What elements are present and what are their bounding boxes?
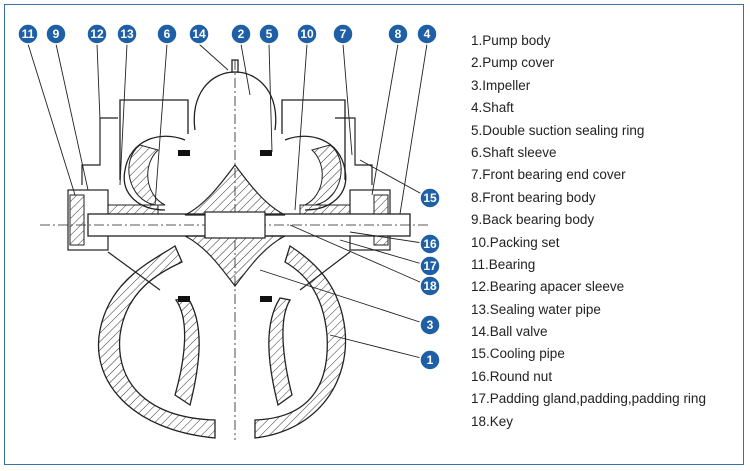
callout-circle (416, 23, 438, 45)
callout-circle (188, 23, 210, 45)
callout-circle (419, 275, 441, 297)
legend-item: 15.Cooling pipe (471, 346, 565, 362)
callout-15: 15 (419, 187, 441, 209)
callout-label: 15 (423, 191, 437, 205)
callout-label: 4 (424, 27, 431, 41)
callout-circle (419, 349, 441, 371)
leader-lines (27, 43, 430, 361)
legend-item: 4.Shaft (471, 100, 514, 116)
callout-circle (419, 187, 441, 209)
callout-circle (258, 23, 280, 45)
legend-item: 3.Impeller (471, 77, 531, 93)
legend-item: 10.Packing set (471, 234, 560, 250)
legend-item: 2.Pump cover (471, 55, 555, 71)
callout-label: 14 (192, 27, 206, 41)
callout-label: 18 (423, 279, 437, 293)
callout-label: 8 (395, 27, 402, 41)
callout-13: 13 (116, 23, 138, 45)
callout-circle (419, 314, 441, 336)
legend-item: 5.Double suction sealing ring (471, 122, 645, 138)
callout-label: 16 (423, 237, 437, 251)
callout-circle (45, 23, 67, 45)
callout-label: 2 (238, 27, 245, 41)
legend-item: 18.Key (471, 413, 514, 429)
callout-label: 5 (266, 27, 273, 41)
legend-item: 7.Front bearing end cover (471, 167, 626, 183)
callout-7: 7 (332, 23, 354, 45)
legend-item: 11.Bearing (471, 256, 536, 272)
callout-label: 7 (340, 27, 347, 41)
callout-markers: 11 9 12 13 6 14 2 5 10 7 8 4 15 16 17 18 3 1 (17, 23, 441, 371)
callout-17: 17 (419, 255, 441, 277)
callout-6: 6 (156, 23, 178, 45)
callout-circle (86, 23, 108, 45)
callout-8: 8 (387, 23, 409, 45)
callout-label: 10 (300, 27, 314, 41)
legend-item: 6.Shaft sleeve (471, 144, 557, 160)
callout-10: 10 (296, 23, 318, 45)
callout-label: 9 (53, 27, 60, 41)
legend-item: 16.Round nut (471, 368, 553, 384)
callout-circle (387, 23, 409, 45)
callout-3: 3 (419, 314, 441, 336)
callout-circle (419, 233, 441, 255)
callout-circle (17, 23, 39, 45)
sealing-rings (178, 150, 272, 302)
callout-circle (116, 23, 138, 45)
pump-body (98, 244, 347, 439)
callout-9: 9 (45, 23, 67, 45)
callout-label: 6 (164, 27, 171, 41)
legend-item: 1.Pump body (471, 33, 551, 48)
callout-circle (332, 23, 354, 45)
callout-label: 12 (90, 27, 104, 41)
callout-label: 1 (427, 353, 434, 367)
callout-18: 18 (419, 275, 441, 297)
legend-item: 8.Front bearing body (471, 189, 596, 205)
callout-circle (296, 23, 318, 45)
callout-label: 17 (423, 259, 437, 273)
legend-item: 14.Ball valve (471, 324, 548, 340)
legend-item: 13.Sealing water pipe (471, 301, 601, 317)
callout-label: 11 (22, 27, 35, 41)
callout-2: 2 (230, 23, 252, 45)
legend-item: 12.Bearing apacer sleeve (471, 279, 625, 295)
callout-16: 16 (419, 233, 441, 255)
callout-11: 11 (17, 23, 39, 45)
callout-circle (156, 23, 178, 45)
impeller (184, 164, 286, 287)
callout-12: 12 (86, 23, 108, 45)
legend-item: 17.Padding gland,padding,padding ring (471, 391, 706, 407)
callout-label: 13 (120, 27, 134, 41)
callout-1: 1 (419, 349, 441, 371)
callout-5: 5 (258, 23, 280, 45)
legend-item: 9.Back bearing body (471, 212, 595, 228)
callout-circle (230, 23, 252, 45)
parts-legend: 1.Pump body 2.Pump cover 3.Impeller 4.Shaft… (471, 30, 746, 433)
diagram-frame (4, 4, 744, 465)
callout-14: 14 (188, 23, 210, 45)
callout-label: 3 (427, 318, 434, 332)
callout-4: 4 (416, 23, 438, 45)
